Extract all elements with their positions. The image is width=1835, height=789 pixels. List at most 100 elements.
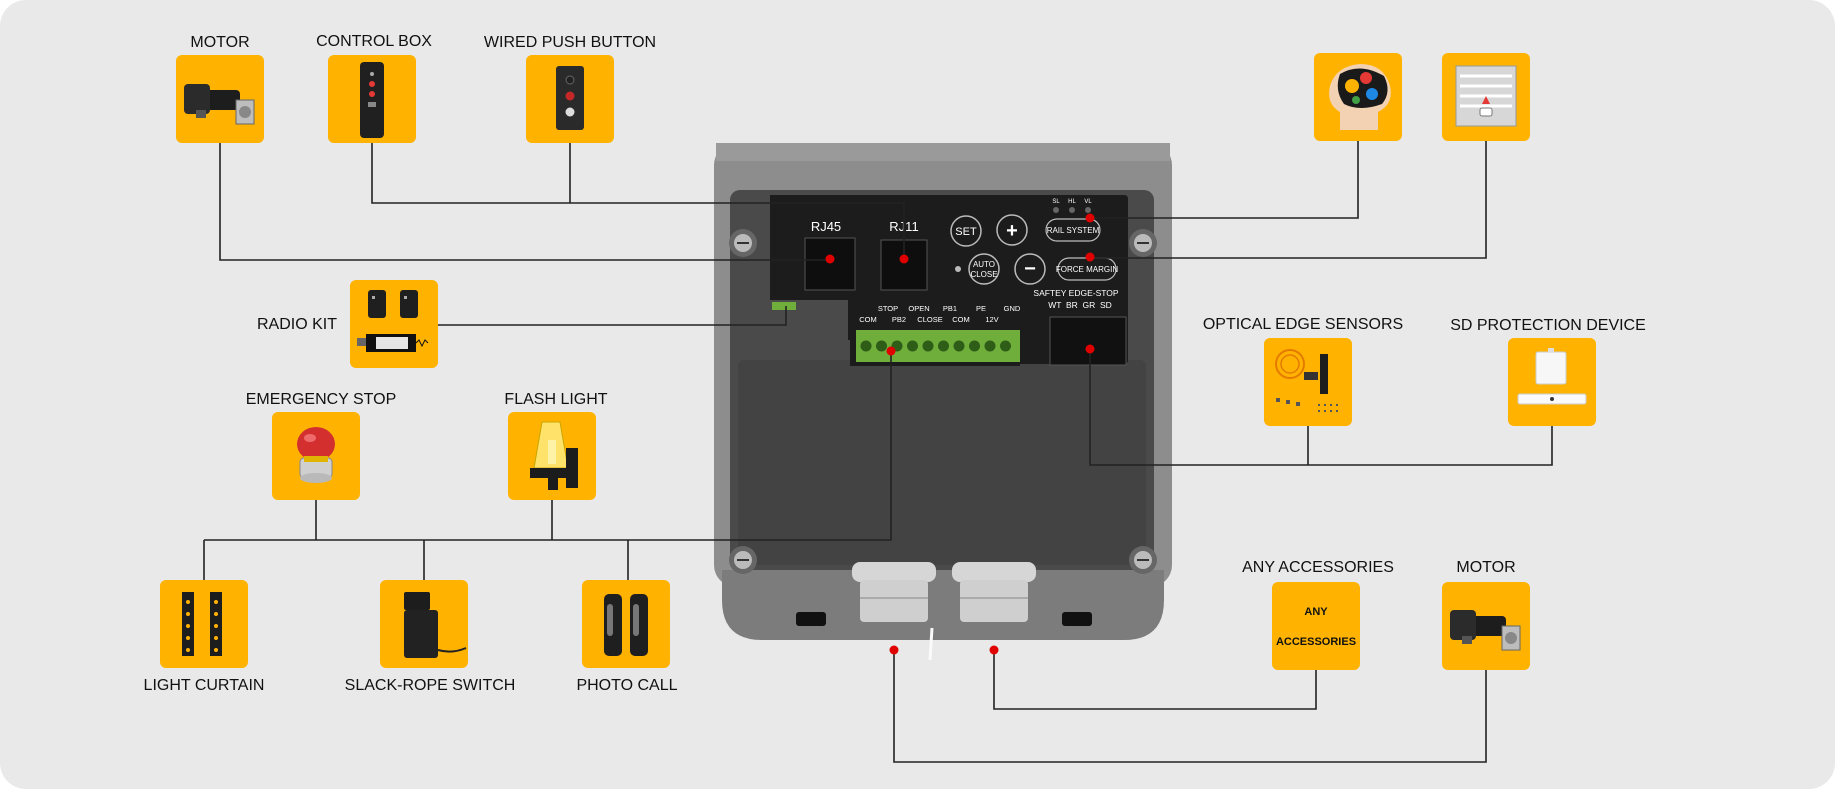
terminal-screw (969, 340, 980, 352)
optical-edge-tile (1264, 338, 1352, 426)
accessories-tile-line2: ACCESSORIES (1276, 636, 1356, 648)
terminal-label-bottom: PB2 (892, 315, 906, 324)
slack-rope-switch-label: SLACK-ROPE SWITCH (345, 677, 516, 694)
flash-light: FLASH LIGHT (504, 391, 608, 500)
dot-rail-system (1085, 213, 1095, 223)
cable-gland-right (952, 562, 1036, 622)
dot-terminal-block (886, 346, 896, 356)
terminal-label-bottom: COM (952, 315, 970, 324)
wire-brain (1090, 141, 1359, 219)
wire-motor-top (219, 143, 830, 261)
optical-edge-sensors-label: OPTICAL EDGE SENSORS (1203, 316, 1403, 333)
light-curtain: LIGHT CURTAIN (144, 580, 265, 694)
sd-protection-device-label: SD PROTECTION DEVICE (1450, 317, 1646, 334)
dot-gland-left (889, 645, 899, 655)
photo-call-label: PHOTO CALL (576, 677, 677, 694)
plus-button (996, 214, 1028, 246)
control-unit: RJ45 RJ11 SET + AUTO CLOSE − RAIL SYSTEM… (714, 143, 1172, 661)
safety-edge-stop-label: SAFTEY EDGE-STOP (1033, 288, 1119, 298)
wire-bus (204, 350, 892, 541)
sd-protection-device: SD PROTECTION DEVICE (1450, 317, 1646, 426)
emergency-stop-icon (297, 427, 335, 483)
dot-gland-right (989, 645, 999, 655)
garage-door-icon (1455, 65, 1517, 127)
any-accessories-tile (1272, 582, 1360, 670)
flash-light-label: FLASH LIGHT (504, 391, 607, 408)
minus-label: − (1024, 258, 1036, 280)
motor-icon (1450, 610, 1521, 651)
terminal-screw (953, 340, 965, 352)
accessories-tile-line1: ANY (1304, 606, 1328, 618)
terminal-label-bottom: CLOSE (917, 315, 942, 324)
minus-button (1014, 253, 1046, 285)
led-label-hl: HL (1068, 199, 1076, 205)
control-box-icon (360, 62, 384, 138)
led-label-sl: SL (1052, 199, 1060, 205)
close-label: CLOSE (970, 270, 997, 279)
dot-rj45 (825, 254, 835, 264)
control-box: CONTROL BOX (316, 33, 432, 143)
dot-rj11 (899, 254, 909, 264)
any-accessories-label: ANY ACCESSORIES (1242, 559, 1394, 576)
terminal-label-top: GND (1004, 304, 1021, 313)
push-button-icon (556, 66, 584, 130)
motor-bottom-label: MOTOR (1456, 559, 1515, 576)
cable-gland-left (852, 562, 936, 622)
slack-rope-switch-icon (404, 592, 467, 658)
screw-bottom-left (729, 546, 757, 574)
safety-terminals-label: WT BR GR SD (1048, 300, 1112, 310)
intelligent-control (1314, 53, 1402, 141)
motor-bottom: MOTOR (1442, 559, 1530, 670)
photo-cell-icon (604, 594, 648, 656)
radio-kit-icon (357, 290, 429, 352)
wired-push-button: WIRED PUSH BUTTON (484, 34, 656, 143)
sd-protection-icon (1517, 348, 1587, 405)
terminal-screw (938, 340, 949, 352)
flash-light-icon (530, 421, 578, 490)
auto-label: AUTO (973, 260, 995, 269)
any-accessories: ANY ACCESSORIES ANY ACCESSORIES (1242, 559, 1394, 670)
terminal-screw (907, 340, 918, 352)
control-box-label: CONTROL BOX (316, 33, 432, 50)
garage-door (1442, 53, 1530, 141)
connector-dots (825, 213, 1095, 655)
slack-rope-switch: SLACK-ROPE SWITCH (345, 580, 516, 694)
rail-system-button (1045, 218, 1101, 242)
terminal-label-top: STOP (878, 304, 898, 313)
optical-edge-sensor-icon (1275, 349, 1338, 412)
photo-call-tile (582, 580, 670, 668)
radio-kit-tile (350, 280, 438, 368)
screw-bottom-right (1129, 546, 1157, 574)
wire-control-box (371, 143, 905, 258)
rj45-port (804, 237, 856, 291)
wire-any-accessories (993, 650, 1317, 710)
terminal-screw (876, 340, 887, 352)
motor-icon (184, 84, 255, 125)
light-curtain-icon (182, 592, 222, 656)
auto-close-button (968, 253, 1000, 285)
light-curtain-tile (160, 580, 248, 668)
screw-top-right (1129, 229, 1157, 257)
terminal-screw (1000, 340, 1011, 352)
plus-label: + (1006, 220, 1018, 242)
terminal-screw (984, 340, 996, 352)
wire-safety-edge (1089, 350, 1553, 466)
light-curtain-label: LIGHT CURTAIN (144, 677, 265, 694)
wire-motor-bottom (893, 650, 1487, 763)
optical-edge-sensors: OPTICAL EDGE SENSORS (1203, 316, 1403, 426)
rj45-label: RJ45 (811, 219, 841, 234)
terminal-screw (860, 340, 872, 352)
wires (203, 141, 1553, 763)
dot-force-margin (1085, 252, 1095, 262)
emergency-stop: EMERGENCY STOP (246, 391, 396, 500)
wired-push-button-label: WIRED PUSH BUTTON (484, 34, 656, 51)
radio-kit: RADIO KIT (257, 280, 438, 368)
screw-top-left (729, 229, 757, 257)
safety-edge-connector (1049, 316, 1127, 366)
motor-top-label: MOTOR (190, 34, 249, 51)
set-button (950, 215, 982, 247)
terminal-screw (922, 340, 934, 352)
wire-door (1090, 141, 1487, 259)
